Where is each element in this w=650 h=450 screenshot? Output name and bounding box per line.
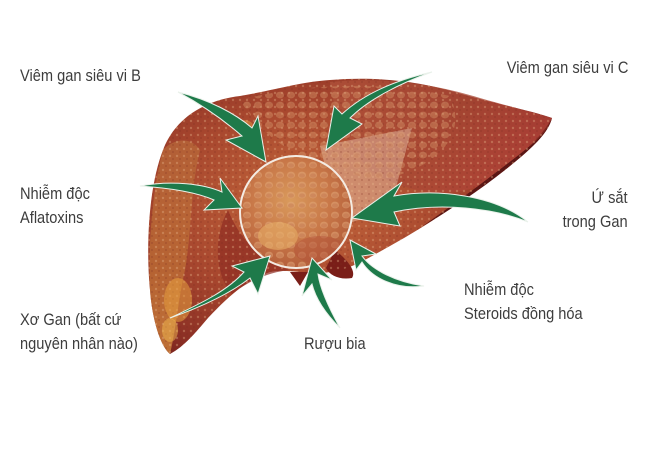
arrow-iron xyxy=(350,181,529,227)
label-cirrhosis: Xơ Gan (bất cứ nguyên nhân nào) xyxy=(20,308,138,356)
focus-circle xyxy=(239,155,353,269)
arrow-steroids xyxy=(349,239,425,288)
arrow-aflatoxin xyxy=(139,177,243,211)
arrow-hep-c xyxy=(325,71,433,152)
label-line: Viêm gan siêu vi C xyxy=(506,58,628,77)
label-line: Xơ Gan (bất cứ xyxy=(20,310,122,329)
arrow-alcohol xyxy=(301,256,341,329)
label-line: nguyên nhân nào) xyxy=(20,334,138,353)
label-line: Nhiễm độc xyxy=(20,184,90,203)
label-line: Viêm gan siêu vi B xyxy=(20,66,141,85)
arrow-cirrhosis xyxy=(169,255,271,319)
label-aflatoxin-poisoning: Nhiễm độc Aflatoxins xyxy=(20,182,90,230)
arrow-hep-b xyxy=(177,91,267,163)
label-alcohol: Rượu bia xyxy=(304,332,366,356)
label-hepatitis-c: Viêm gan siêu vi C xyxy=(506,56,628,80)
label-anabolic-steroids: Nhiễm độc Steroids đồng hóa xyxy=(464,278,583,326)
label-line: Steroids đồng hóa xyxy=(464,304,583,323)
label-iron-overload: Ứ sắt trong Gan xyxy=(563,186,628,234)
label-line: Rượu bia xyxy=(304,334,366,353)
label-line: trong Gan xyxy=(562,212,628,231)
label-line: Ứ sắt xyxy=(591,188,628,207)
arrows xyxy=(139,71,529,329)
label-hepatitis-b: Viêm gan siêu vi B xyxy=(20,64,141,88)
label-line: Aflatoxins xyxy=(20,208,84,227)
label-line: Nhiễm độc xyxy=(464,280,534,299)
